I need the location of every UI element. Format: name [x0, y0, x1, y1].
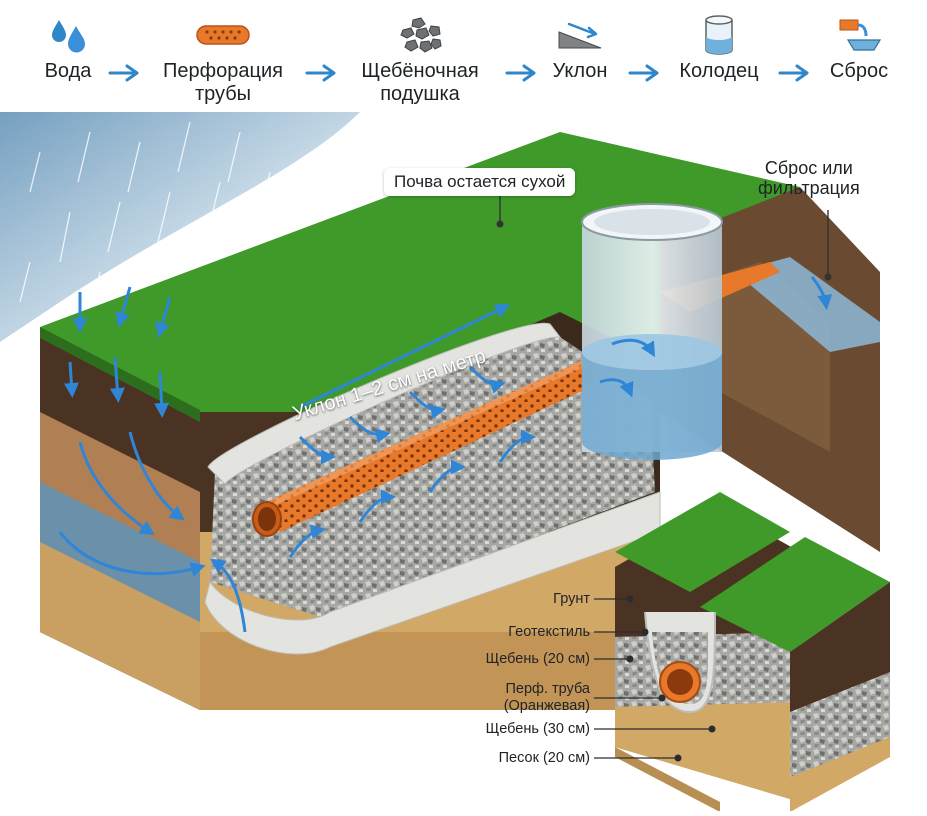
flow-step-label: Вода [44, 60, 92, 82]
slope-icon [558, 22, 602, 49]
well-icon [705, 15, 733, 55]
discharge-callout: Сброс или фильтрация [758, 158, 860, 198]
legend-pointers [594, 598, 712, 759]
gravel-icon [400, 17, 442, 53]
drainage-cross-section-image [0, 112, 890, 812]
slope-arrow [299, 304, 511, 409]
flow-step-water: Вода [28, 14, 108, 83]
flow-step-well: Колодец [664, 14, 774, 83]
drainage-well [581, 203, 723, 460]
perforated-pipe-icon [196, 25, 250, 45]
discharge-icon [839, 19, 882, 51]
flow-step-label: Щебёночная подушка [361, 60, 479, 105]
right-arrow-icon [628, 64, 659, 82]
legend-label-gravel-30: Щебень (30 см) [485, 721, 590, 737]
water-drops-icon [52, 20, 85, 53]
perforated-pipe [255, 357, 612, 532]
flow-step-slope: Уклон [540, 14, 620, 83]
soil-dry-callout: Почва остается сухой [384, 168, 576, 196]
groundwater-arrows [58, 286, 247, 633]
right-arrow-icon [108, 64, 139, 82]
inflow-arrows [288, 365, 536, 558]
flow-step-label: Сброс [829, 60, 889, 82]
legend-label-sand: Песок (20 см) [498, 750, 590, 766]
drainage-illustration: Почва остается сухой Сброс или фильтраци… [0, 112, 927, 812]
geotextile-top-edge [207, 322, 562, 485]
legend-label-geotextile: Геотекстиль [508, 624, 590, 640]
flow-step-perforation: Перфорация трубы [148, 14, 298, 106]
legend-label-gravel-20: Щебень (20 см) [485, 651, 590, 667]
flow-step-label: Перфорация трубы [163, 60, 283, 105]
legend-label-pipe: Перф. труба (Оранжевая) [503, 681, 590, 714]
flow-step-label: Колодец [679, 60, 759, 82]
right-arrow-icon [778, 64, 809, 82]
inset-cross-section [615, 492, 890, 812]
well-inflow-arrows [599, 276, 833, 398]
flow-step-label: Уклон [552, 60, 608, 82]
right-arrow-icon [505, 64, 536, 82]
sand-layer-left [40, 542, 200, 710]
legend-label-soil: Грунт [553, 591, 590, 607]
process-flow-bar: Вода Перфорация трубы [0, 0, 927, 112]
flow-step-discharge: Сброс [816, 14, 902, 83]
discharge-channel [735, 257, 880, 352]
right-arrow-icon [305, 64, 336, 82]
flow-step-gravel: Щебёночная подушка [340, 14, 500, 106]
rain-cloud [0, 112, 360, 342]
